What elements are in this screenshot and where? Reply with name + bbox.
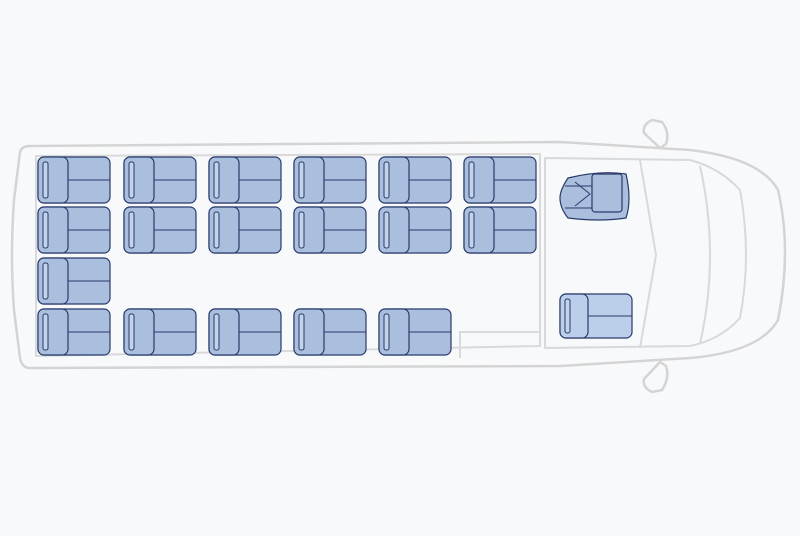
seat-r2-c4[interactable]	[293, 206, 367, 254]
left-mirror-icon	[642, 118, 669, 150]
seat-r1-c2[interactable]	[123, 156, 197, 204]
door-step	[459, 331, 540, 358]
seat-r2-c6[interactable]	[463, 206, 537, 254]
seat-r4-c2[interactable]	[123, 308, 197, 356]
seat-r2-c1[interactable]	[37, 206, 111, 254]
seat-r2-c3[interactable]	[208, 206, 282, 254]
seat-r1-c5[interactable]	[378, 156, 452, 204]
seat-r4-c4[interactable]	[293, 308, 367, 356]
seat-r4-c5[interactable]	[378, 308, 452, 356]
windshield-line	[639, 159, 657, 349]
cockpit-area	[544, 157, 747, 349]
cabin-floor	[35, 153, 541, 357]
front-hood-line	[699, 165, 711, 345]
bus-body-outline	[10, 140, 787, 370]
seat-r2-c5[interactable]	[378, 206, 452, 254]
seat-r1-c6[interactable]	[463, 156, 537, 204]
seat-r4-c3[interactable]	[208, 308, 282, 356]
seat-r2-c2[interactable]	[123, 206, 197, 254]
seat-r3-c1[interactable]	[37, 257, 111, 305]
passenger-seats	[37, 156, 537, 356]
driver-seat[interactable]	[559, 172, 630, 221]
seat-r1-c4[interactable]	[293, 156, 367, 204]
front-passenger-seat[interactable]	[559, 293, 633, 339]
seat-r4-c1[interactable]	[37, 308, 111, 356]
seat-r1-c3[interactable]	[208, 156, 282, 204]
seat-r1-c1[interactable]	[37, 156, 111, 204]
right-mirror-icon	[642, 360, 669, 394]
